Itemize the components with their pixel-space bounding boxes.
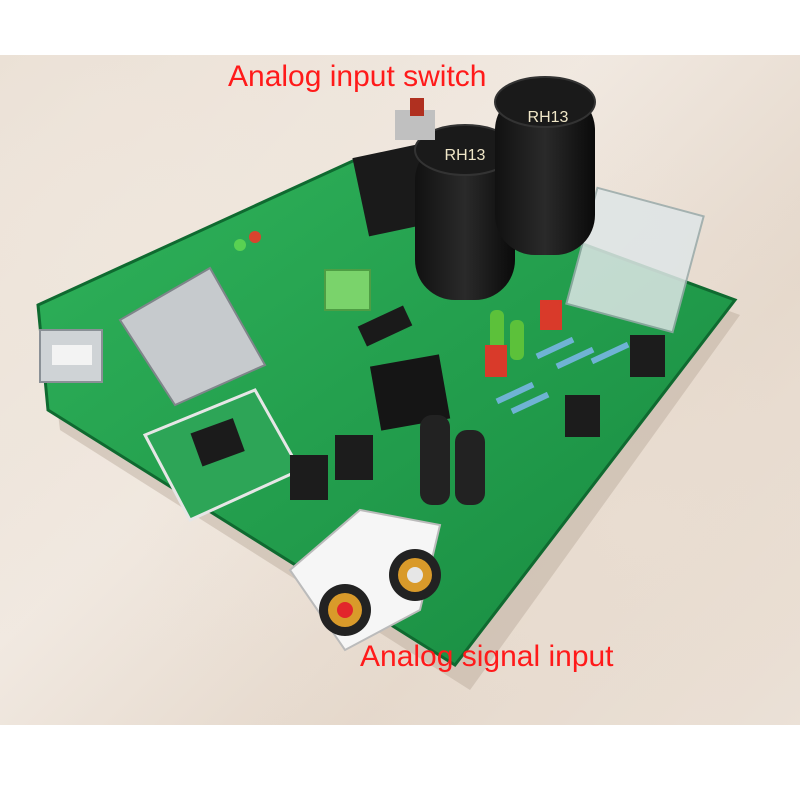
capacitor-left-marking: RH13 — [445, 147, 486, 164]
annotation-analog-input-switch: Analog input switch — [228, 60, 487, 93]
capacitor-right: RH13 — [494, 76, 596, 255]
capacitor-right-marking: RH13 — [528, 109, 569, 126]
ic-chip — [357, 305, 413, 347]
relay-clear — [565, 186, 705, 334]
rca-jack-assembly — [288, 508, 442, 652]
usb-port — [39, 329, 103, 383]
annotation-analog-signal-input: Analog signal input — [360, 640, 614, 673]
sd-card-slot — [118, 266, 267, 407]
capacitor-left: RH13 — [414, 124, 516, 300]
relay-black — [369, 354, 451, 431]
input-toggle-switch — [395, 98, 435, 140]
